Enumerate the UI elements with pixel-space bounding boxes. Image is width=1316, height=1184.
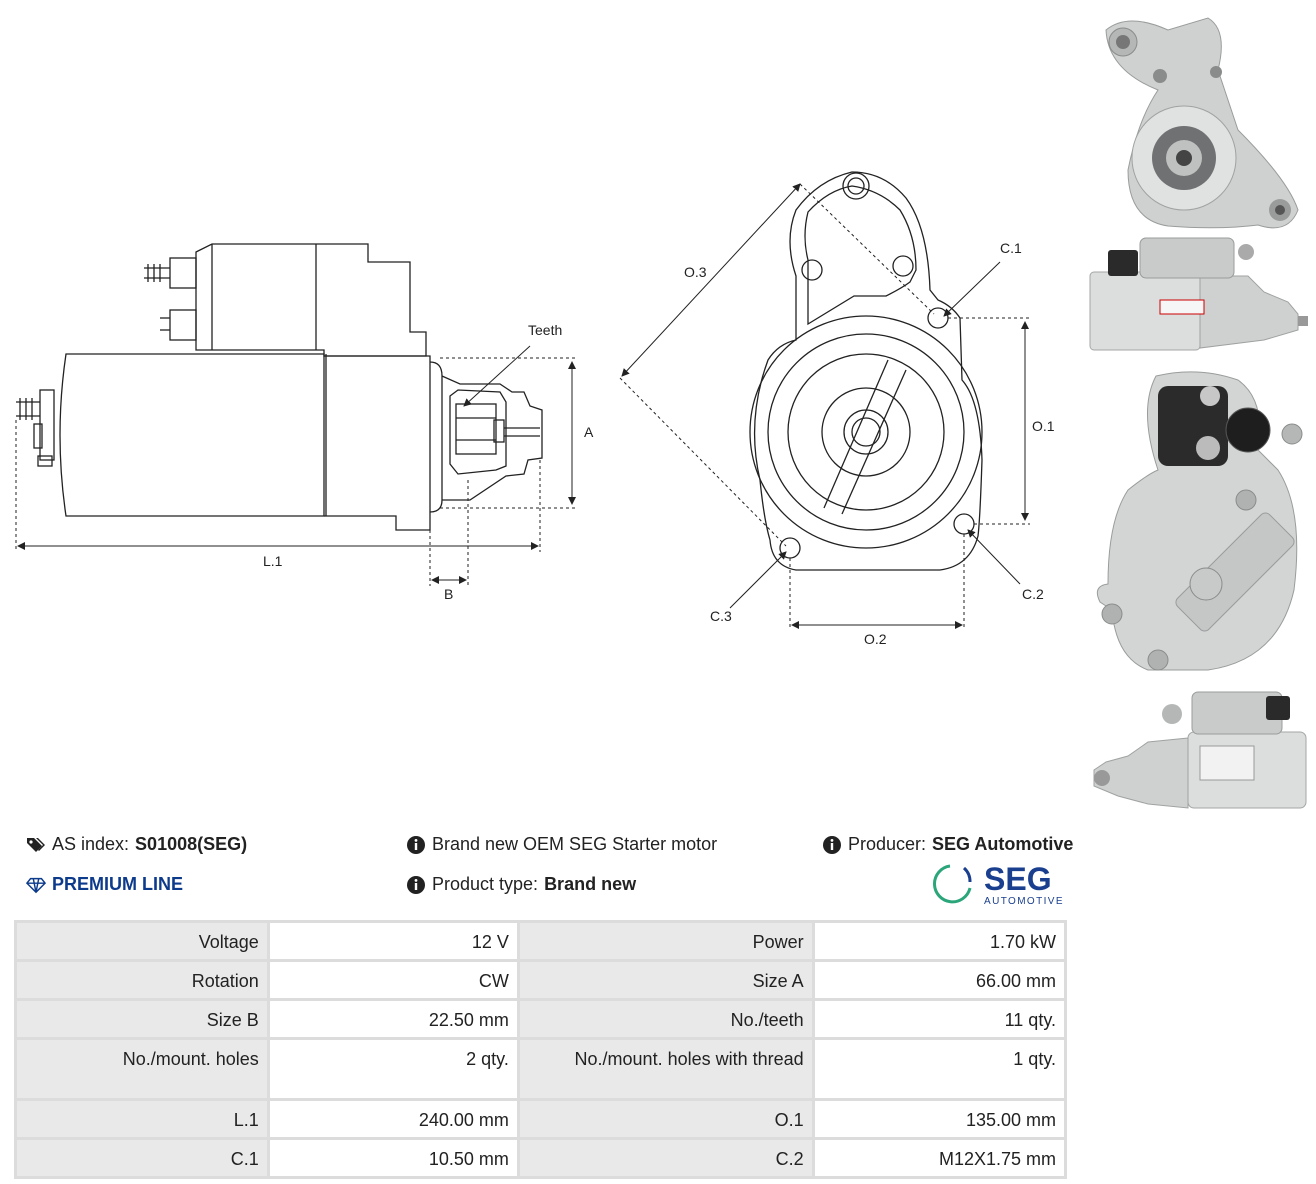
side-view-dimensions [15,345,576,586]
specs-table: Voltage 12 V Power 1.70 kW Rotation CW S… [14,920,1068,1179]
table-row: Rotation CW Size A 66.00 mm [14,959,1068,1001]
table-row: Voltage 12 V Power 1.70 kW [14,920,1068,962]
spec-value: CW [266,959,520,1001]
front-view-photo[interactable] [1088,10,1310,235]
label-c3: C.3 [710,608,732,624]
description: Brand new OEM SEG Starter motor [406,834,717,855]
spec-label: No./teeth [516,998,815,1040]
spec-value: 22.50 mm [266,998,520,1040]
logo-sub: AUTOMOTIVE [984,896,1064,907]
side-view [16,243,543,531]
technical-drawing: Teeth A L.1 B O.3 C.1 O.1 [15,171,1055,647]
top-view-photo[interactable] [1088,232,1310,354]
label-o3: O.3 [684,264,707,280]
spec-value: 1.70 kW [811,920,1068,962]
table-row: C.1 10.50 mm C.2 M12X1.75 mm [14,1137,1068,1179]
label-b: B [444,586,453,602]
product-type-value: Brand new [544,874,637,894]
spec-value: 12 V [266,920,520,962]
spec-label: L.1 [14,1098,270,1140]
producer: Producer:SEG Automotive [822,834,1073,855]
label-o2: O.2 [864,631,887,647]
rear-view-photo[interactable] [1088,370,1310,680]
spec-label: Power [516,920,815,962]
spec-label: Rotation [14,959,270,1001]
label-teeth: Teeth [528,322,562,338]
producer-value: SEG Automotive [932,834,1074,854]
logo-main: SEG [984,861,1052,897]
spec-label: C.2 [516,1137,815,1179]
spec-label: O.1 [516,1098,815,1140]
diamond-icon [26,875,46,895]
table-row: L.1 240.00 mm O.1 135.00 mm [14,1098,1068,1140]
front-view [749,171,983,571]
spec-value: M12X1.75 mm [811,1137,1068,1179]
table-row: No./mount. holes 2 qty. No./mount. holes… [14,1037,1068,1101]
spec-value: 240.00 mm [266,1098,520,1140]
label-c1: C.1 [1000,240,1022,256]
spec-label: No./mount. holes [14,1037,270,1101]
label-l1: L.1 [263,553,283,569]
spec-label: C.1 [14,1137,270,1179]
table-row: Size B 22.50 mm No./teeth 11 qty. [14,998,1068,1040]
tags-icon [26,835,46,855]
front-view-dimensions [619,183,1030,630]
info-icon [406,875,426,895]
info-icon [822,835,842,855]
label-o1: O.1 [1032,418,1055,434]
spec-label: Size A [516,959,815,1001]
spec-value: 135.00 mm [811,1098,1068,1140]
as-index-label: AS index: [52,834,130,854]
spec-value: 10.50 mm [266,1137,520,1179]
as-index: AS index:S01008(SEG) [26,834,247,855]
spec-label: Voltage [14,920,270,962]
seg-automotive-logo: SEG AUTOMOTIVE [933,861,1064,907]
spec-value: 66.00 mm [811,959,1068,1001]
as-index-value: S01008(SEG) [135,834,248,854]
info-icon [406,835,426,855]
side-view-photo[interactable] [1088,686,1310,814]
product-type: Product type:Brand new [406,874,636,895]
label-a: A [584,424,594,440]
description-text: Brand new OEM SEG Starter motor [432,834,718,854]
spec-value: 11 qty. [811,998,1068,1040]
spec-value: 2 qty. [266,1037,520,1101]
spec-label: Size B [14,998,270,1040]
premium-line-text: PREMIUM LINE [52,874,184,894]
label-c2: C.2 [1022,586,1044,602]
spec-label: No./mount. holes with thread [516,1037,815,1101]
spec-value: 1 qty. [811,1037,1068,1101]
producer-label: Producer: [848,834,927,854]
premium-line: PREMIUM LINE [26,874,183,895]
product-type-label: Product type: [432,874,539,894]
